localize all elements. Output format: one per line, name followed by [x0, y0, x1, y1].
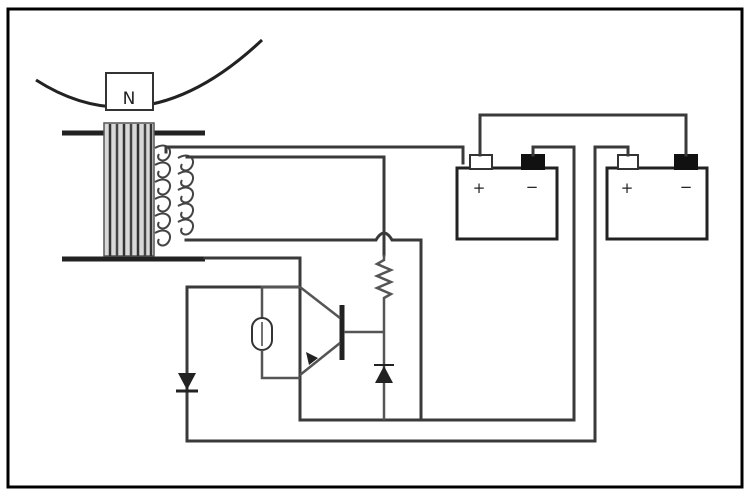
diode-left	[176, 373, 198, 393]
battery-left-body	[455, 166, 559, 241]
lamp	[251, 285, 300, 380]
battery-left-plus-label: +	[473, 179, 486, 197]
magnet-label: N	[123, 89, 136, 109]
coil-wire-second	[185, 155, 386, 257]
battery-right-body	[605, 166, 709, 241]
coil-windings	[154, 144, 194, 247]
battery-series-wire	[478, 113, 688, 157]
battery-right-minus-label: −	[680, 178, 693, 196]
coil-wire-top	[164, 145, 465, 165]
coil-wire-bottom	[184, 231, 423, 422]
resistor	[373, 255, 395, 330]
battery-right-plus-terminal	[617, 154, 639, 170]
battery-left-minus-terminal	[521, 154, 545, 170]
battery-right-plus-label: +	[621, 179, 634, 197]
battery-left-minus-wire	[203, 145, 576, 422]
battery-left: + −	[455, 154, 559, 241]
battery-left-minus-label: −	[526, 178, 539, 196]
magnet: N	[105, 72, 154, 111]
diode-right	[374, 330, 394, 420]
diagram-frame	[6, 7, 744, 489]
transistor	[299, 286, 384, 376]
battery-right-plus-wire	[185, 145, 630, 443]
battery-left-plus-terminal	[469, 154, 493, 170]
coil-core	[62, 122, 205, 262]
battery-right-minus-terminal	[674, 154, 698, 170]
battery-right: + −	[605, 154, 709, 241]
